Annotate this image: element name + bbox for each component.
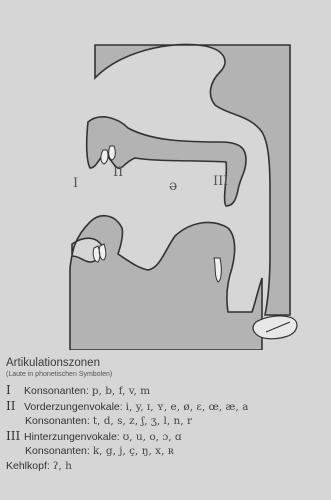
palate-shape bbox=[87, 117, 246, 206]
symbol-list: ʔ, h bbox=[53, 459, 72, 474]
symbol-list: t, d, s, z, ʃ, ʒ, l, n, r bbox=[93, 414, 192, 429]
zone-number: III bbox=[6, 429, 24, 444]
legend-row-zone-3-vowels: III Hinterzungenvokale: ʊ, u, o, ɔ, ɑ bbox=[6, 429, 328, 445]
symbol-list: p, b, f, v, m bbox=[92, 384, 150, 399]
zone-number: II bbox=[6, 399, 24, 414]
legend-row-zone-3-consonants: Konsonanten: k, g, j, ç, ŋ, x, ʀ bbox=[6, 444, 328, 459]
legend-row-zone-2-vowels: II Vorderzungenvokale: i, y, ɪ, ʏ, e, ø,… bbox=[6, 399, 328, 415]
lower-teeth bbox=[93, 244, 106, 262]
category-label: Kehlkopf: bbox=[6, 459, 50, 474]
zone-label-III: III bbox=[213, 174, 228, 189]
category-label: Konsonanten: bbox=[25, 444, 90, 459]
vocal-tract-diagram bbox=[0, 0, 331, 350]
legend-row-larynx: Kehlkopf: ʔ, h bbox=[6, 459, 328, 474]
category-label: Vorderzungenvokale: bbox=[24, 400, 123, 415]
symbol-list: i, y, ɪ, ʏ, e, ø, ɛ, œ, æ, a bbox=[126, 400, 249, 415]
legend-title: Artikulationszonen bbox=[6, 357, 328, 370]
symbol-list: ʊ, u, o, ɔ, ɑ bbox=[123, 430, 182, 445]
symbol-list: k, g, j, ç, ŋ, x, ʀ bbox=[93, 444, 174, 459]
legend-row-zone-1: I Konsonanten: p, b, f, v, m bbox=[6, 383, 328, 399]
legend-subtitle: (Laute in phonetischen Symbolen) bbox=[6, 370, 328, 379]
legend-row-zone-2-consonants: Konsonanten: t, d, s, z, ʃ, ʒ, l, n, r bbox=[6, 414, 328, 429]
category-label: Konsonanten: bbox=[24, 384, 89, 399]
category-label: Hinterzungenvokale: bbox=[24, 430, 120, 445]
zone-label-I: I bbox=[73, 176, 78, 191]
zone-label-II: II bbox=[113, 165, 123, 180]
category-label: Konsonanten: bbox=[25, 414, 90, 429]
tongue-lower-jaw bbox=[70, 216, 262, 350]
zone-number: I bbox=[6, 383, 24, 398]
schwa-label: ə bbox=[169, 178, 177, 194]
legend: Artikulationszonen (Laute in phonetische… bbox=[6, 357, 328, 473]
